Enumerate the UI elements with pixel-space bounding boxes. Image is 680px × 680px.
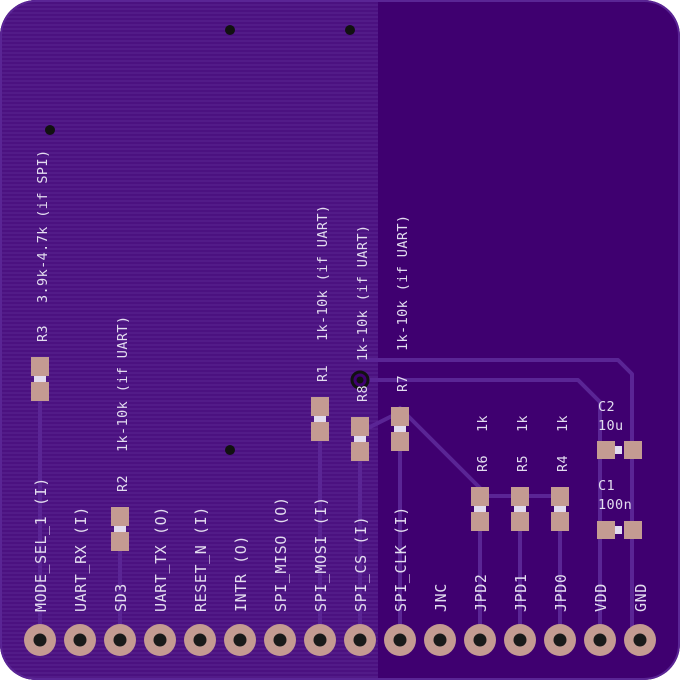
pin-label: UART_TX (O)	[152, 506, 170, 612]
pin-label: VDD	[592, 583, 610, 612]
pin-label: INTR (O)	[232, 535, 250, 612]
component-r6	[471, 487, 489, 531]
component-r2	[111, 507, 129, 551]
header-pad	[264, 624, 296, 656]
via	[356, 376, 364, 384]
pin-label: SPI_CLK (I)	[392, 506, 410, 612]
r5-value: 1k	[515, 415, 531, 432]
r3-value: 3.9k-4.7k (if SPI)	[35, 150, 51, 304]
r6-value: 1k	[475, 415, 491, 432]
c2-designator: C2	[598, 399, 615, 415]
r6-designator: R6	[475, 455, 491, 472]
header-pad	[584, 624, 616, 656]
trace-vdd-plane	[358, 358, 634, 642]
via	[45, 125, 55, 135]
r8-designator: R8	[355, 385, 371, 402]
r5-designator: R5	[515, 455, 531, 472]
via	[345, 25, 355, 35]
header-pad	[384, 624, 416, 656]
component-c2	[597, 441, 642, 459]
header-pad	[304, 624, 336, 656]
r4-designator: R4	[555, 455, 571, 472]
r1-value: 1k-10k (if UART)	[315, 205, 331, 341]
via	[225, 445, 235, 455]
pin-label: RESET_N (I)	[192, 506, 210, 612]
r8-value: 1k-10k (if UART)	[355, 225, 371, 361]
header-pad	[184, 624, 216, 656]
component-r4	[551, 487, 569, 531]
r4-value: 1k	[555, 415, 571, 432]
pin-label: JPD2	[472, 573, 490, 612]
r7-designator: R7	[395, 375, 411, 392]
pin-label: GND	[632, 583, 650, 612]
pin-label: SD3	[112, 583, 130, 612]
header-pad	[624, 624, 656, 656]
trace-r7-clk	[398, 406, 482, 490]
pin-label: SPI_MISO (O)	[272, 496, 290, 612]
component-r1	[311, 397, 329, 441]
pin-label: JPD1	[512, 573, 530, 612]
header-pad	[544, 624, 576, 656]
header-pad	[464, 624, 496, 656]
component-r7	[391, 407, 409, 451]
header-pad	[144, 624, 176, 656]
pin-label: MODE_SEL_1 (I)	[32, 477, 50, 612]
c1-value: 100n	[598, 497, 632, 513]
header-pads	[24, 624, 656, 656]
component-c1	[597, 521, 642, 539]
c2-value: 10u	[598, 418, 624, 434]
header-pad	[64, 624, 96, 656]
r2-designator: R2	[115, 475, 131, 492]
pin-label: SPI_CS (I)	[352, 516, 370, 612]
header-pad	[424, 624, 456, 656]
header-pad	[344, 624, 376, 656]
via	[225, 25, 235, 35]
component-r5	[511, 487, 529, 531]
pin-label: JNC	[432, 583, 450, 612]
component-r3	[31, 357, 49, 401]
c1-designator: C1	[598, 478, 615, 494]
pin-label: SPI_MOSI (I)	[312, 496, 330, 612]
r7-value: 1k-10k (if UART)	[395, 215, 411, 351]
component-r8	[351, 417, 369, 461]
r2-value: 1k-10k (if UART)	[115, 316, 131, 452]
r3-designator: R3	[35, 325, 51, 342]
pin-label: UART_RX (I)	[72, 506, 90, 612]
header-pad	[504, 624, 536, 656]
r1-designator: R1	[315, 365, 331, 382]
header-pad	[104, 624, 136, 656]
header-pad	[224, 624, 256, 656]
header-pad	[24, 624, 56, 656]
pin-labels: MODE_SEL_1 (I) UART_RX (I) SD3 UART_TX (O) R…	[32, 477, 650, 612]
copper-pour-hatch	[0, 0, 378, 680]
vias	[45, 25, 370, 455]
pin-label: JPD0	[552, 573, 570, 612]
